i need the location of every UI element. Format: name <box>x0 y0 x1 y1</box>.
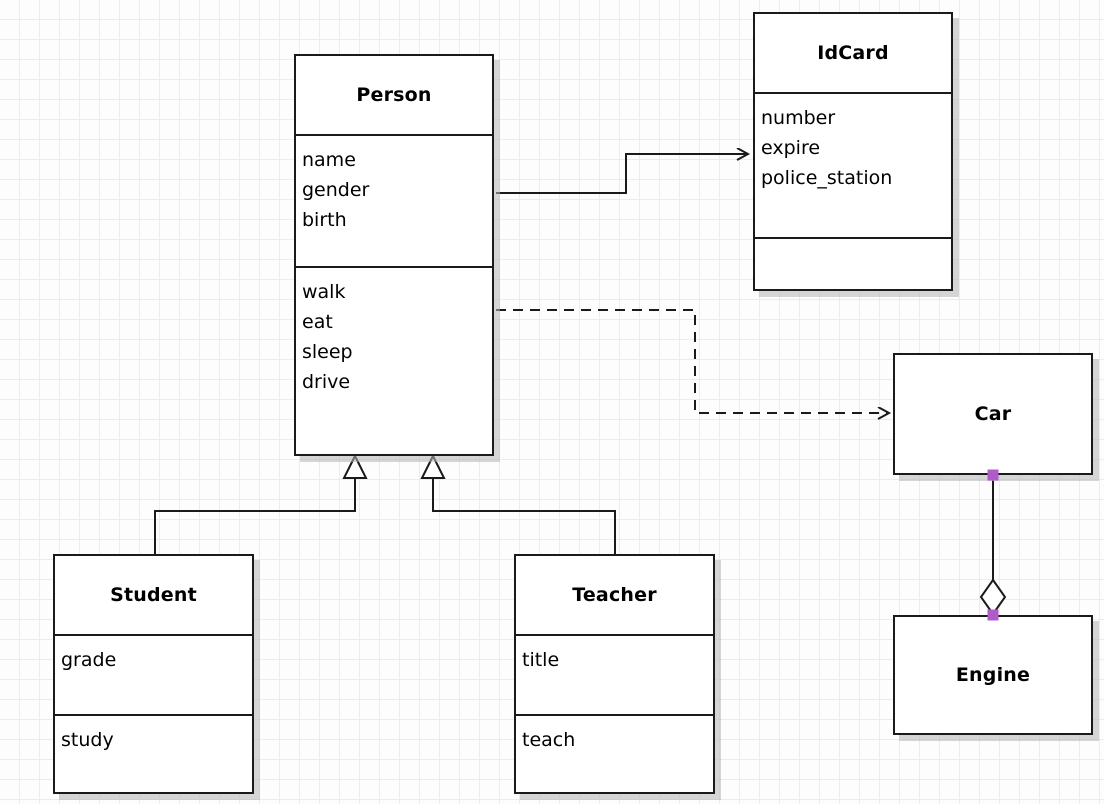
person-attribute: birth <box>302 209 347 231</box>
edge-person-car[interactable] <box>496 309 889 413</box>
person-operations-compartment: walk eat sleep drive <box>296 266 492 454</box>
teacher-title-compartment: Teacher <box>516 556 713 634</box>
edge-handle-car-end[interactable] <box>987 469 999 481</box>
generalization-triangle-student <box>342 453 368 479</box>
idcard-attribute: police_station <box>761 167 893 189</box>
person-attributes-compartment: name gender birth <box>296 134 492 266</box>
teacher-operations-compartment: teach <box>516 714 713 792</box>
student-attributes-compartment: grade <box>55 634 252 714</box>
car-class-name: Car <box>974 403 1012 425</box>
engine-class-name: Engine <box>955 664 1031 686</box>
student-operation: study <box>61 729 114 751</box>
class-node-person[interactable]: Person name gender birth walk eat sleep … <box>294 54 494 456</box>
student-attribute: grade <box>61 649 117 671</box>
edge-teacher-person[interactable] <box>420 453 616 554</box>
edge-student-person[interactable] <box>154 453 368 554</box>
idcard-attribute: expire <box>761 137 821 159</box>
generalization-triangle-teacher <box>420 453 446 479</box>
edge-handle-engine-end[interactable] <box>987 609 999 621</box>
person-attribute: name <box>302 149 356 171</box>
class-node-idcard[interactable]: IdCard number expire police_station <box>753 12 953 291</box>
idcard-title-compartment: IdCard <box>755 14 951 92</box>
student-operations-compartment: study <box>55 714 252 792</box>
edge-person-idcard[interactable] <box>496 154 748 194</box>
student-class-name: Student <box>110 584 197 606</box>
idcard-attribute: number <box>761 107 836 129</box>
teacher-operation: teach <box>522 729 576 751</box>
class-node-teacher[interactable]: Teacher title teach <box>514 554 715 794</box>
class-node-engine[interactable]: Engine <box>893 615 1093 735</box>
teacher-class-name: Teacher <box>572 584 657 606</box>
edge-car-engine[interactable] <box>979 475 1007 616</box>
teacher-attributes-compartment: title <box>516 634 713 714</box>
person-operation: sleep <box>302 341 353 363</box>
idcard-operations-compartment <box>755 237 951 289</box>
class-node-student[interactable]: Student grade study <box>53 554 254 794</box>
teacher-attribute: title <box>522 649 560 671</box>
person-operation: walk <box>302 281 346 303</box>
idcard-attributes-compartment: number expire police_station <box>755 92 951 237</box>
person-class-name: Person <box>356 84 432 106</box>
person-operation: drive <box>302 371 351 393</box>
student-title-compartment: Student <box>55 556 252 634</box>
person-title-compartment: Person <box>296 56 492 134</box>
person-attribute: gender <box>302 179 370 201</box>
person-operation: eat <box>302 311 333 333</box>
idcard-class-name: IdCard <box>817 42 889 64</box>
class-node-car[interactable]: Car <box>893 353 1093 475</box>
